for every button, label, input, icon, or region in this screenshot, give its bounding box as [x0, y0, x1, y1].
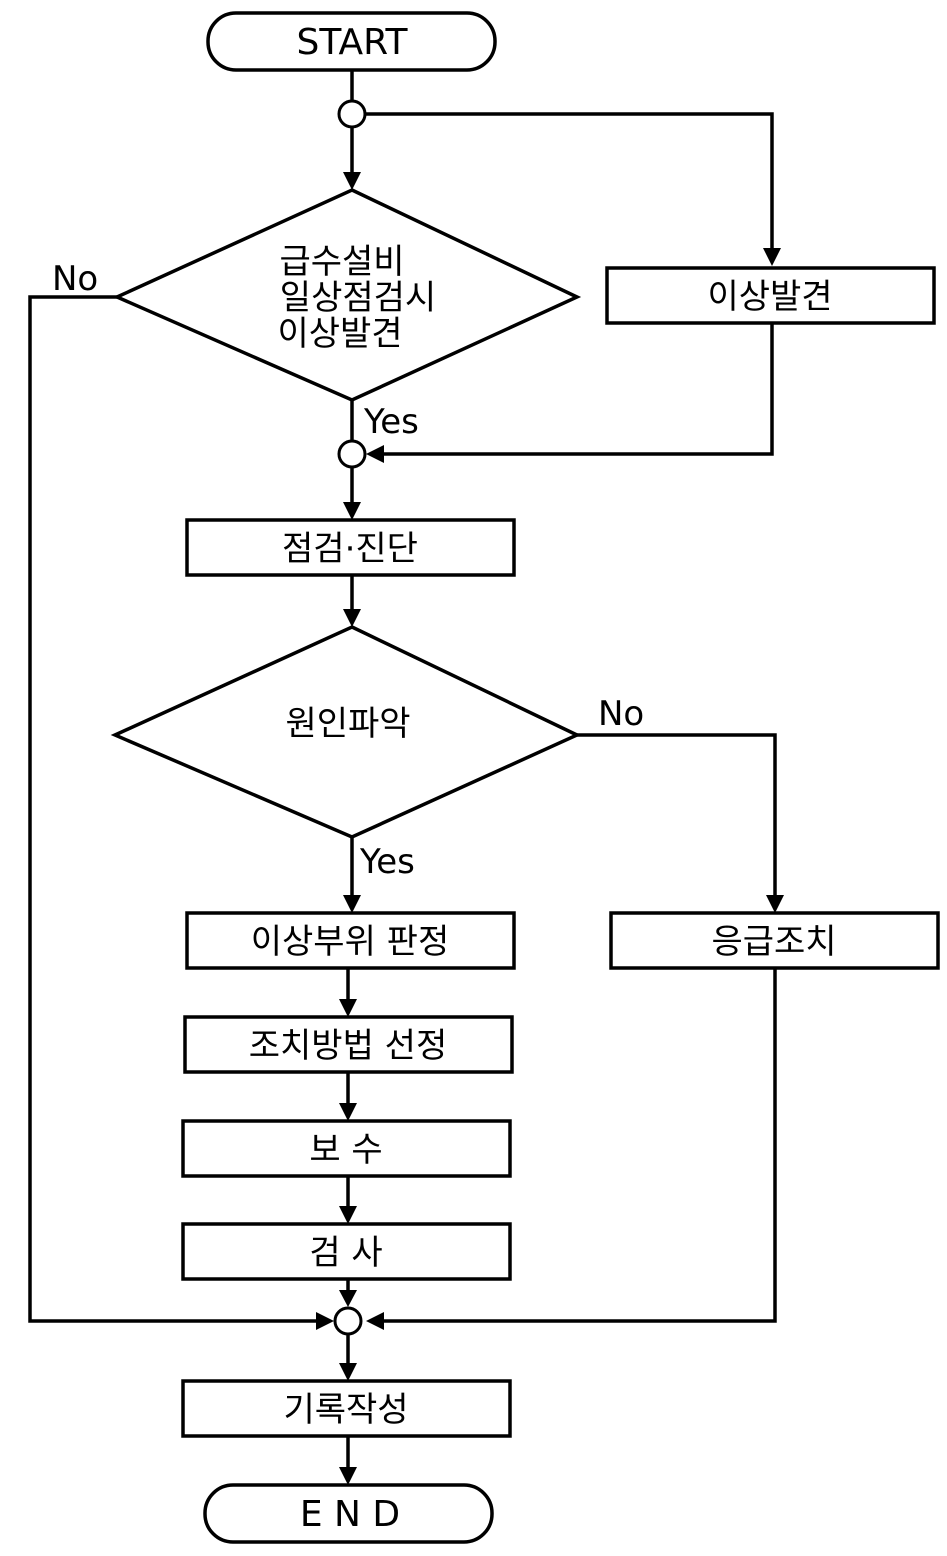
arrow-down [343, 609, 361, 627]
arrow-down [339, 1363, 357, 1381]
arrow-down [339, 999, 357, 1017]
arrow-left [366, 1312, 384, 1330]
emergency-box-label: 응급조치 [711, 922, 836, 962]
connector-no-1 [28, 295, 316, 1323]
select-method-box [183, 1015, 514, 1074]
arrow-left [366, 445, 384, 463]
junction-3 [333, 1306, 363, 1336]
arrow-down [339, 1467, 357, 1485]
end-label: E N D [300, 1494, 400, 1535]
arrow-down [339, 1206, 357, 1224]
end-terminal [203, 1483, 494, 1544]
record-box-label: 기록작성 [283, 1390, 408, 1430]
decision-1-line-1: 급수설비 [279, 242, 404, 282]
locate-box-label: 이상부위 판정 [251, 922, 450, 962]
arrow-down [343, 172, 361, 190]
write-record-box [181, 1379, 512, 1438]
decision-1-line-3: 이상발견 [277, 314, 402, 354]
connector-detect-return [384, 323, 774, 456]
decision-1-line-2: 일상점검시 [280, 278, 436, 318]
decision-1-yes-label: Yes [363, 402, 419, 442]
arrow-down [339, 1103, 357, 1121]
decision-1-no-label: No [52, 259, 98, 299]
decision-2-label: 원인파악 [285, 704, 410, 744]
connector-detect [365, 112, 774, 248]
inspect-box-label: 점검·진단 [282, 529, 418, 569]
arrow-down [763, 248, 781, 266]
connector-no-2 [577, 733, 777, 895]
arrow-down [339, 1290, 357, 1307]
check-box-label: 검 사 [309, 1233, 382, 1273]
arrow-down [343, 895, 361, 913]
decision-2-no-label: No [598, 694, 644, 734]
detect-box-label: 이상발견 [707, 277, 832, 317]
arrow-down [766, 895, 784, 913]
emergency-measure-box [609, 911, 940, 970]
junction-1 [337, 99, 367, 129]
repair-box-label: 보 수 [309, 1130, 382, 1170]
start-label: START [296, 22, 408, 63]
connector-emergency-return [384, 968, 777, 1323]
junction-2 [337, 439, 367, 469]
locate-fault-box [185, 911, 516, 970]
arrow-down [343, 502, 361, 520]
inspect-diagnose-box [185, 518, 516, 577]
detect-box [605, 266, 936, 325]
method-box-label: 조치방법 선정 [249, 1026, 448, 1066]
arrow-right [316, 1312, 334, 1330]
decision-2-yes-label: Yes [359, 842, 415, 882]
inspection-box [181, 1222, 512, 1281]
